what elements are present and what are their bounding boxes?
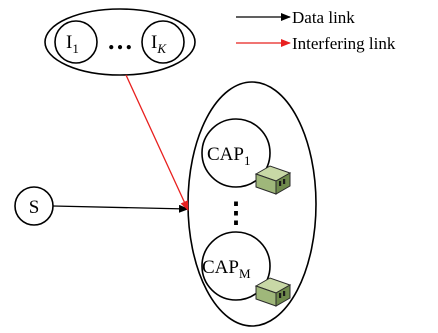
legend-interfering-link-label: Interfering link	[292, 34, 396, 53]
interferer-k-node	[141, 20, 185, 64]
interferer-group-ellipse	[44, 8, 196, 76]
source-node: S	[14, 186, 54, 226]
interferer-1-node	[54, 20, 98, 64]
cap-m-label: CAPM	[202, 257, 251, 281]
source-node-label: S	[29, 197, 40, 218]
interferer-1-label: I1	[66, 32, 79, 56]
cap-1-label: CAP1	[207, 144, 250, 168]
interferer-k-label: IK	[151, 32, 167, 56]
interferer-ellipsis: …	[107, 26, 133, 55]
cap-1-node	[201, 118, 271, 188]
interfering-link-arrow	[125, 74, 189, 211]
cap-group: CAP1 ⋮ CAPM	[187, 81, 317, 327]
cap-m-node	[201, 231, 271, 301]
cap-vertical-ellipsis: ⋮	[222, 198, 250, 229]
data-link-arrow	[52, 204, 189, 213]
legend: Data link Interfering link	[236, 8, 396, 53]
interferer-group: I1 … IK	[44, 8, 196, 76]
legend-data-link-label: Data link	[292, 8, 355, 27]
